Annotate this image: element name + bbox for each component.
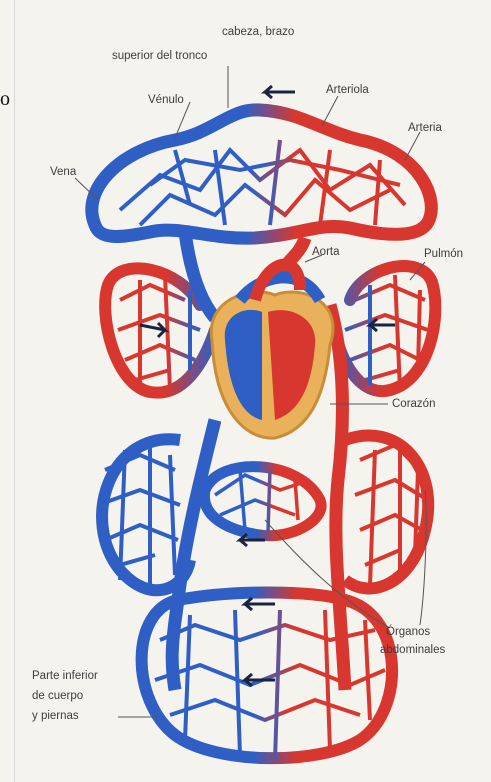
label-organs-line2: abdominales xyxy=(380,644,445,657)
leader-artery xyxy=(405,132,420,160)
upper-capillary-bed xyxy=(92,110,432,238)
label-head-line1: cabeza, brazo xyxy=(222,26,294,39)
right-lung-capillaries xyxy=(335,266,435,391)
arrow-top xyxy=(265,86,295,98)
label-artery: Arteria xyxy=(408,122,442,135)
label-arteriole: Arteriola xyxy=(326,84,369,97)
arrow-lower-upper xyxy=(245,598,275,610)
label-venule: Vénulo xyxy=(148,94,184,107)
arrow-right-lung xyxy=(370,319,395,331)
label-lower-line3: y piernas xyxy=(32,710,79,723)
abdominal-capillary-beds xyxy=(98,436,428,591)
label-lung: Pulmón xyxy=(424,248,463,261)
arrow-left-lung xyxy=(140,323,165,337)
label-lower-line1: Parte inferior xyxy=(32,670,98,683)
label-aorta: Aorta xyxy=(312,246,340,259)
label-organs-line1: Órganos xyxy=(386,626,430,639)
upper-capillary-mesh xyxy=(120,140,405,225)
label-head-line2: superior del tronco xyxy=(112,50,207,63)
label-heart: Corazón xyxy=(392,398,435,411)
label-lower-line2: de cuerpo xyxy=(32,690,83,703)
leader-arteriole xyxy=(322,96,338,126)
heart xyxy=(211,265,333,439)
label-vein: Vena xyxy=(50,166,76,179)
